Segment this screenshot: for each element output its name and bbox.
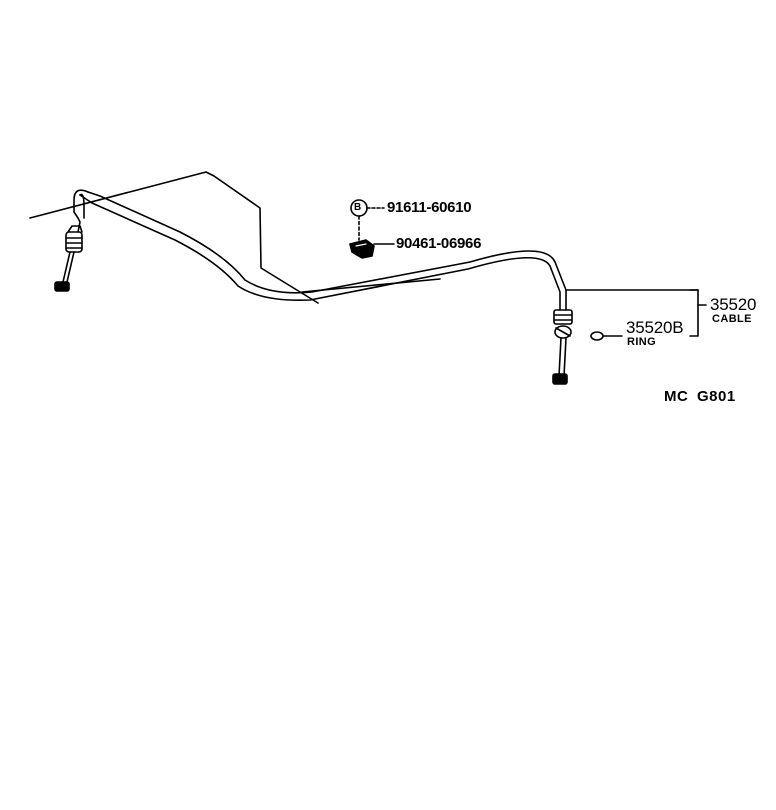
cable-sheath-line: [301, 278, 441, 293]
cable-main-lower: [79, 194, 561, 311]
bolt-part-number: 91611-60610: [387, 199, 472, 216]
callout-bracket: [689, 289, 699, 337]
bolt-mark-label: B: [354, 202, 362, 213]
ring-shape: [590, 331, 604, 341]
left-end-bend: [73, 189, 89, 233]
diagram-code: MC G801: [664, 388, 736, 405]
right-end-fitting: [552, 373, 568, 385]
clamp-shape: [349, 239, 375, 259]
cable-main-upper: [87, 191, 567, 311]
right-adjuster: [553, 309, 573, 339]
ring-part-name: RING: [627, 336, 657, 348]
cable-part-number: 35520: [710, 295, 757, 314]
left-inner-wire: [62, 251, 71, 283]
right-inner-wire: [558, 337, 562, 377]
cable-part-name: CABLE: [712, 313, 752, 325]
reference-leader-line: [29, 171, 319, 304]
clamp-part-number: 90461-06966: [396, 235, 482, 252]
left-adjuster: [65, 225, 83, 253]
ring-part-number: 35520B: [626, 318, 684, 337]
left-end-fitting: [54, 281, 70, 292]
